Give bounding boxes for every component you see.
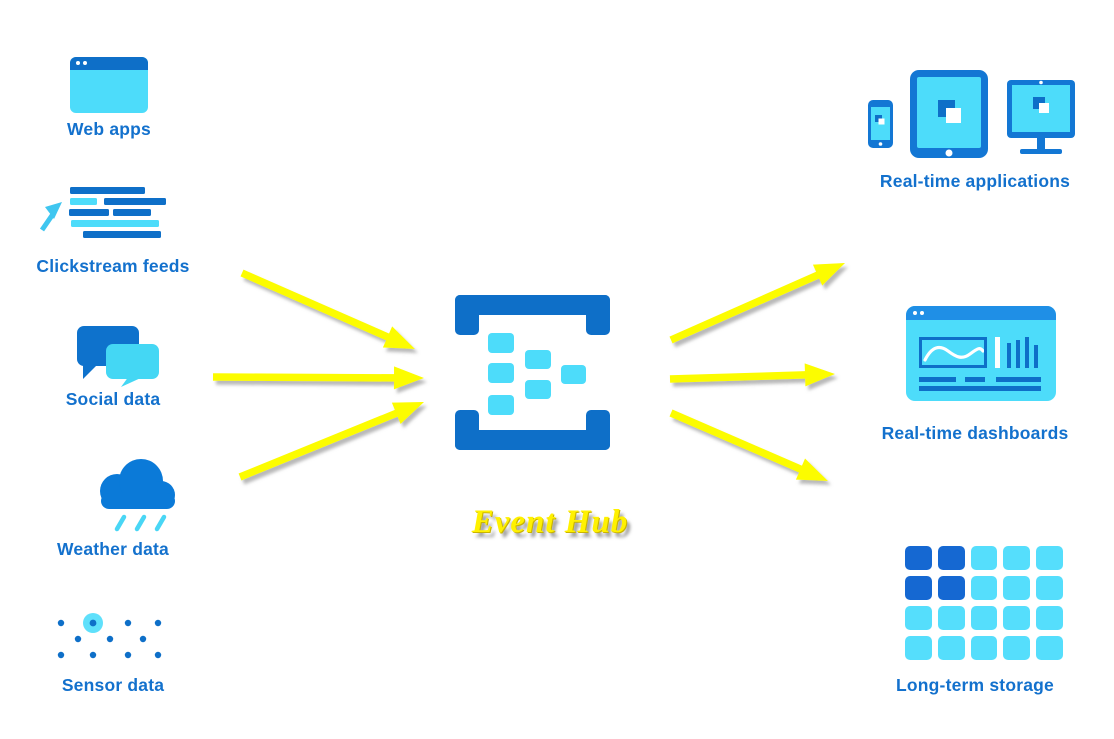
storage-cell bbox=[1003, 546, 1031, 570]
storage-cell bbox=[937, 636, 965, 660]
clickstream-label: Clickstream feeds bbox=[36, 256, 190, 276]
browser-titlebar bbox=[906, 306, 1056, 320]
window-dot-icon bbox=[920, 311, 924, 315]
line-chart-panel bbox=[919, 337, 987, 368]
storage-cell bbox=[1036, 546, 1063, 570]
weather-data-label: Weather data bbox=[57, 539, 169, 559]
window-dot-icon bbox=[76, 61, 80, 65]
cursor-arrow-icon bbox=[39, 202, 62, 232]
inbound-arrow-1 bbox=[240, 269, 415, 349]
outbound-arrow-3 bbox=[669, 409, 828, 481]
tablet-icon bbox=[910, 70, 988, 158]
bar-chart-bar bbox=[1034, 345, 1038, 368]
storage-cell bbox=[970, 546, 998, 570]
storage-cell bbox=[970, 636, 998, 660]
web-apps-icon bbox=[70, 57, 148, 113]
clickstream-icon bbox=[38, 186, 170, 248]
rain-slash-icon bbox=[154, 514, 167, 532]
text-line bbox=[919, 386, 1041, 391]
bar-chart-bar bbox=[995, 337, 1000, 368]
storage-cell bbox=[937, 546, 965, 570]
bar-chart-bar bbox=[1016, 340, 1020, 368]
window-dot-icon bbox=[913, 311, 917, 315]
storage-cell bbox=[905, 636, 932, 660]
storage-cell bbox=[905, 606, 932, 630]
social-data-label: Social data bbox=[65, 389, 161, 409]
weather-cloud-icon bbox=[100, 459, 175, 532]
sensor-dots-icon bbox=[57, 613, 162, 659]
storage-cell bbox=[1003, 576, 1031, 600]
storage-cell bbox=[1036, 636, 1063, 660]
text-line bbox=[919, 377, 956, 382]
real-time-dashboards-label: Real-time dashboards bbox=[881, 423, 1069, 443]
devices-icon bbox=[868, 70, 1075, 158]
bar-chart-bar bbox=[1007, 343, 1011, 368]
storage-cell bbox=[937, 606, 965, 630]
clickstream-bar bbox=[104, 198, 166, 205]
storage-cell bbox=[970, 576, 998, 600]
long-term-storage-label: Long-term storage bbox=[896, 675, 1054, 695]
phone-icon bbox=[868, 100, 893, 148]
storage-cell bbox=[905, 546, 932, 570]
rain-slash-icon bbox=[114, 514, 127, 532]
event-hub-title: Event Hub bbox=[471, 504, 629, 540]
clickstream-bar bbox=[70, 198, 97, 205]
clickstream-bar bbox=[113, 209, 151, 216]
text-line bbox=[965, 377, 985, 382]
outbound-arrow-1 bbox=[669, 263, 845, 344]
clickstream-bar bbox=[69, 209, 109, 216]
sensor-data-label: Sensor data bbox=[61, 675, 165, 695]
storage-cell bbox=[1003, 636, 1031, 660]
dashboard-icon bbox=[906, 306, 1056, 401]
clickstream-bar bbox=[83, 231, 161, 238]
storage-cell bbox=[1036, 606, 1063, 630]
wave-line-icon bbox=[923, 345, 985, 362]
storage-cell bbox=[970, 606, 998, 630]
storage-cell bbox=[1036, 576, 1063, 600]
storage-grid-icon bbox=[905, 546, 1063, 660]
browser-titlebar bbox=[70, 57, 148, 70]
storage-cell bbox=[1003, 606, 1031, 630]
event-hub-icon bbox=[455, 295, 610, 450]
web-apps-label: Web apps bbox=[67, 119, 151, 139]
clickstream-bar bbox=[70, 187, 145, 194]
monitor-icon bbox=[1007, 80, 1075, 154]
social-chat-icon bbox=[77, 326, 159, 387]
clickstream-bar bbox=[71, 220, 159, 227]
text-line bbox=[996, 377, 1041, 382]
inbound-arrow-3 bbox=[238, 402, 424, 481]
rain-slash-icon bbox=[134, 514, 147, 532]
bar-chart-bar bbox=[1025, 337, 1029, 368]
outbound-arrow-2 bbox=[669, 363, 835, 387]
storage-cell bbox=[937, 576, 965, 600]
storage-cell bbox=[905, 576, 932, 600]
inbound-arrow-2 bbox=[212, 366, 424, 390]
window-dot-icon bbox=[83, 61, 87, 65]
real-time-applications-label: Real-time applications bbox=[879, 171, 1071, 191]
